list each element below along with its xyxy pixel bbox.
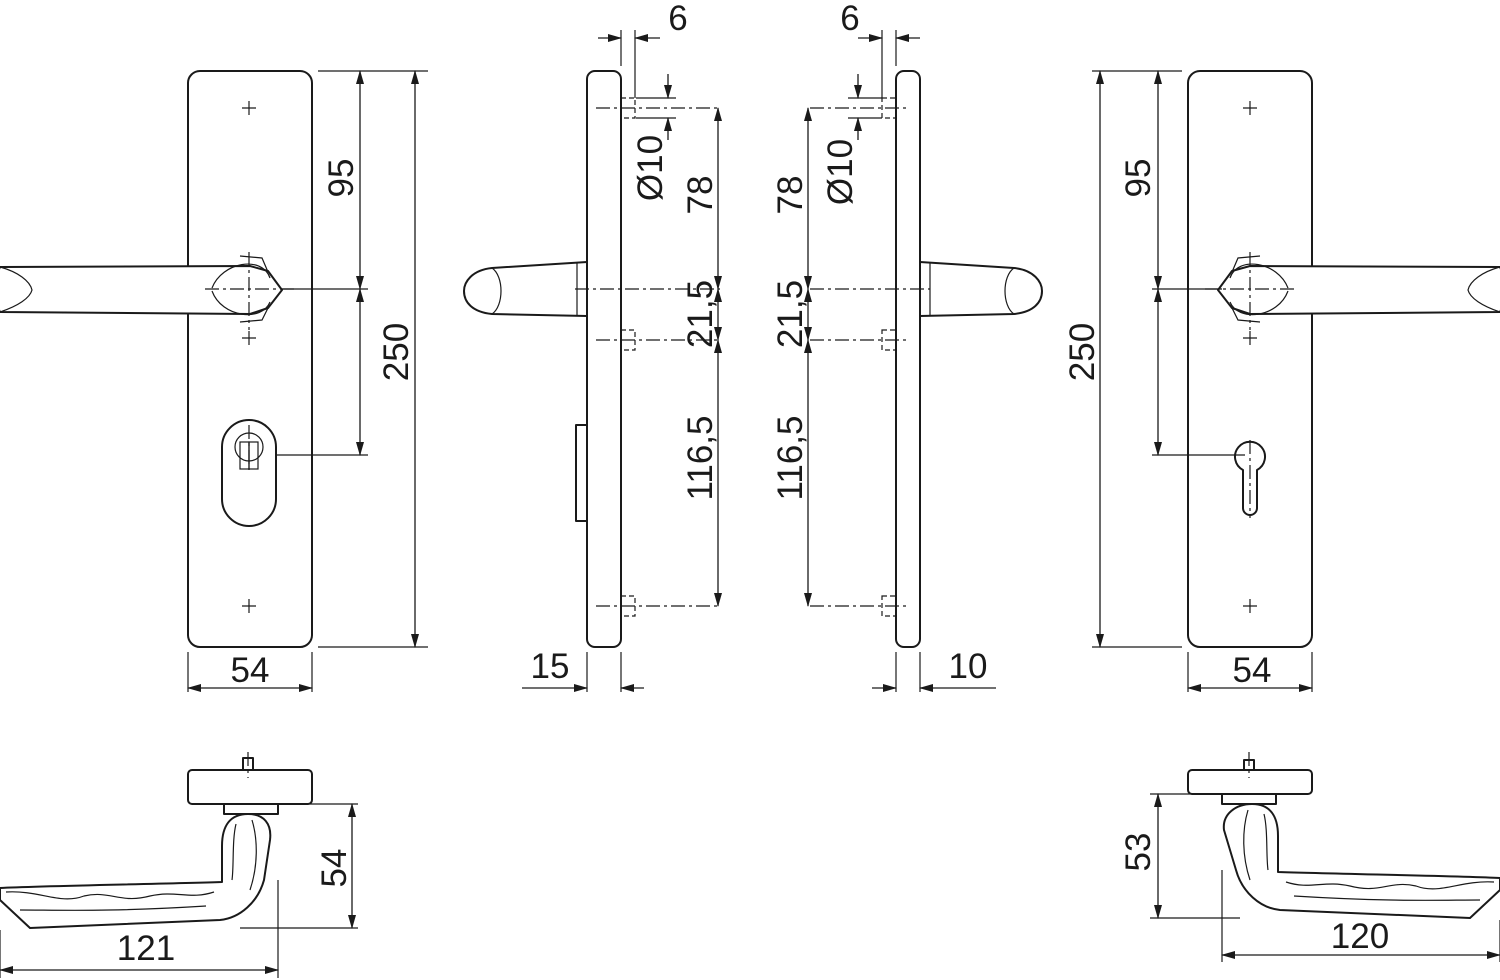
side-plate-right	[895, 70, 921, 648]
screw-marks-left	[242, 101, 256, 613]
dim-label-d10-left: Ø10	[631, 135, 670, 201]
dim-label-250-right: 250	[1063, 323, 1102, 381]
side-view-left: 6 Ø10 78 21,5 116,5 15	[463, 0, 722, 692]
side-plate-left	[586, 70, 622, 648]
lever-top-view-left: 54 121	[0, 752, 358, 978]
dim-label-121: 121	[117, 929, 175, 968]
dim-label-78-left: 78	[681, 176, 720, 215]
lever-profile-left	[463, 261, 588, 317]
dim-label-54-lever: 54	[315, 849, 354, 888]
front-view-left: 95 250 54	[0, 70, 428, 692]
lever-profile-right	[919, 261, 1043, 317]
lever-top-view-right: 53 120	[1119, 752, 1500, 962]
dim-label-54-left: 54	[231, 651, 270, 690]
dim-label-120: 120	[1331, 917, 1389, 956]
dim-label-215-left: 21,5	[681, 280, 720, 348]
dim-label-1165-right: 116,5	[771, 416, 810, 501]
side-view-right: 6 Ø10 78 21,5 116,5 10	[771, 0, 1043, 692]
dim-label-1165-left: 116,5	[681, 416, 720, 501]
lever-right	[1217, 265, 1500, 315]
dim-label-95-left: 95	[322, 159, 361, 198]
lever-body-left	[0, 813, 272, 929]
dim-label-54-right: 54	[1233, 651, 1272, 690]
dim-label-6-left: 6	[668, 0, 687, 38]
dim-label-10: 10	[949, 647, 988, 686]
dim-label-250-left: 250	[377, 323, 416, 381]
dim-label-15: 15	[531, 647, 570, 686]
front-view-right: 95 250 54	[1063, 70, 1500, 692]
dim-label-d10-right: Ø10	[821, 139, 860, 205]
dim-label-215-right: 21,5	[771, 280, 810, 348]
dim-label-78-right: 78	[771, 176, 810, 215]
backplate-right	[1187, 70, 1313, 648]
dim-label-53: 53	[1119, 833, 1158, 872]
lever-body-right	[1222, 803, 1500, 919]
lever-left	[0, 265, 283, 315]
backplate-left	[187, 70, 313, 648]
screw-marks-right	[1243, 101, 1257, 613]
dim-label-95-right: 95	[1119, 159, 1158, 198]
dim-label-6-right: 6	[840, 0, 859, 38]
